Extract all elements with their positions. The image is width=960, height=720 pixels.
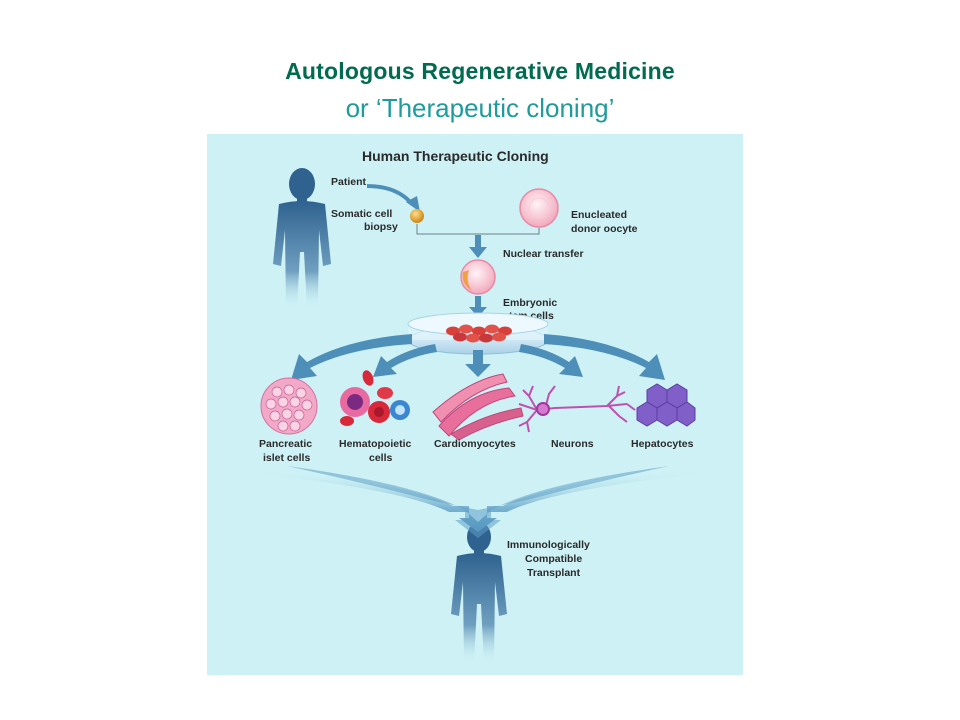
label-cardiomyocytes: Cardiomyocytes: [434, 438, 516, 450]
differentiation-arrows: [291, 334, 665, 380]
label-somatic-cell-1: Somatic cell: [331, 208, 392, 220]
slide-title: Autologous Regenerative Medicine: [285, 58, 675, 84]
label-enucleated-2: donor oocyte: [571, 223, 638, 235]
arrow-head-nuclear: [469, 247, 487, 258]
label-pancreatic-1: Pancreatic: [259, 438, 312, 450]
label-neurons: Neurons: [551, 438, 594, 450]
patient-silhouette: [273, 168, 331, 309]
label-transplant-1: Immunologically: [507, 539, 590, 551]
neuron: [518, 385, 636, 433]
slide-subtitle: or ‘Therapeutic cloning’: [345, 93, 615, 123]
arrow-head-dish: [469, 307, 487, 317]
label-hematopoietic-1: Hematopoietic: [339, 438, 412, 450]
converge-funnel: [259, 470, 697, 532]
label-transplant-2: Compatible: [525, 553, 582, 565]
converge-arrow: [287, 466, 669, 538]
nuclear-transfer-cell: [460, 259, 496, 295]
label-somatic-cell-2: biopsy: [364, 221, 398, 233]
label-hepatocytes: Hepatocytes: [631, 438, 694, 450]
label-transplant-3: Transplant: [527, 567, 581, 579]
cardiomyocytes: [432, 373, 524, 441]
label-enucleated-1: Enucleated: [571, 209, 627, 221]
pancreatic-islet-cells: [260, 377, 318, 435]
therapeutic-cloning-diagram: Human Therapeutic Cloning Patient Somati…: [207, 134, 743, 675]
enucleated-oocyte: [519, 188, 559, 228]
label-pancreatic-2: islet cells: [263, 452, 310, 464]
hematopoietic-cells: [340, 370, 410, 426]
somatic-cell: [410, 209, 424, 223]
label-embryonic-1: Embryonic: [503, 297, 557, 309]
bracket-merge: [416, 224, 540, 235]
label-hematopoietic-2: cells: [369, 452, 393, 464]
label-patient: Patient: [331, 176, 367, 188]
label-nuclear-transfer: Nuclear transfer: [503, 248, 584, 260]
hepatocytes: [636, 383, 696, 427]
diagram-title: Human Therapeutic Cloning: [362, 148, 549, 164]
arrow-head-patient: [406, 196, 420, 212]
